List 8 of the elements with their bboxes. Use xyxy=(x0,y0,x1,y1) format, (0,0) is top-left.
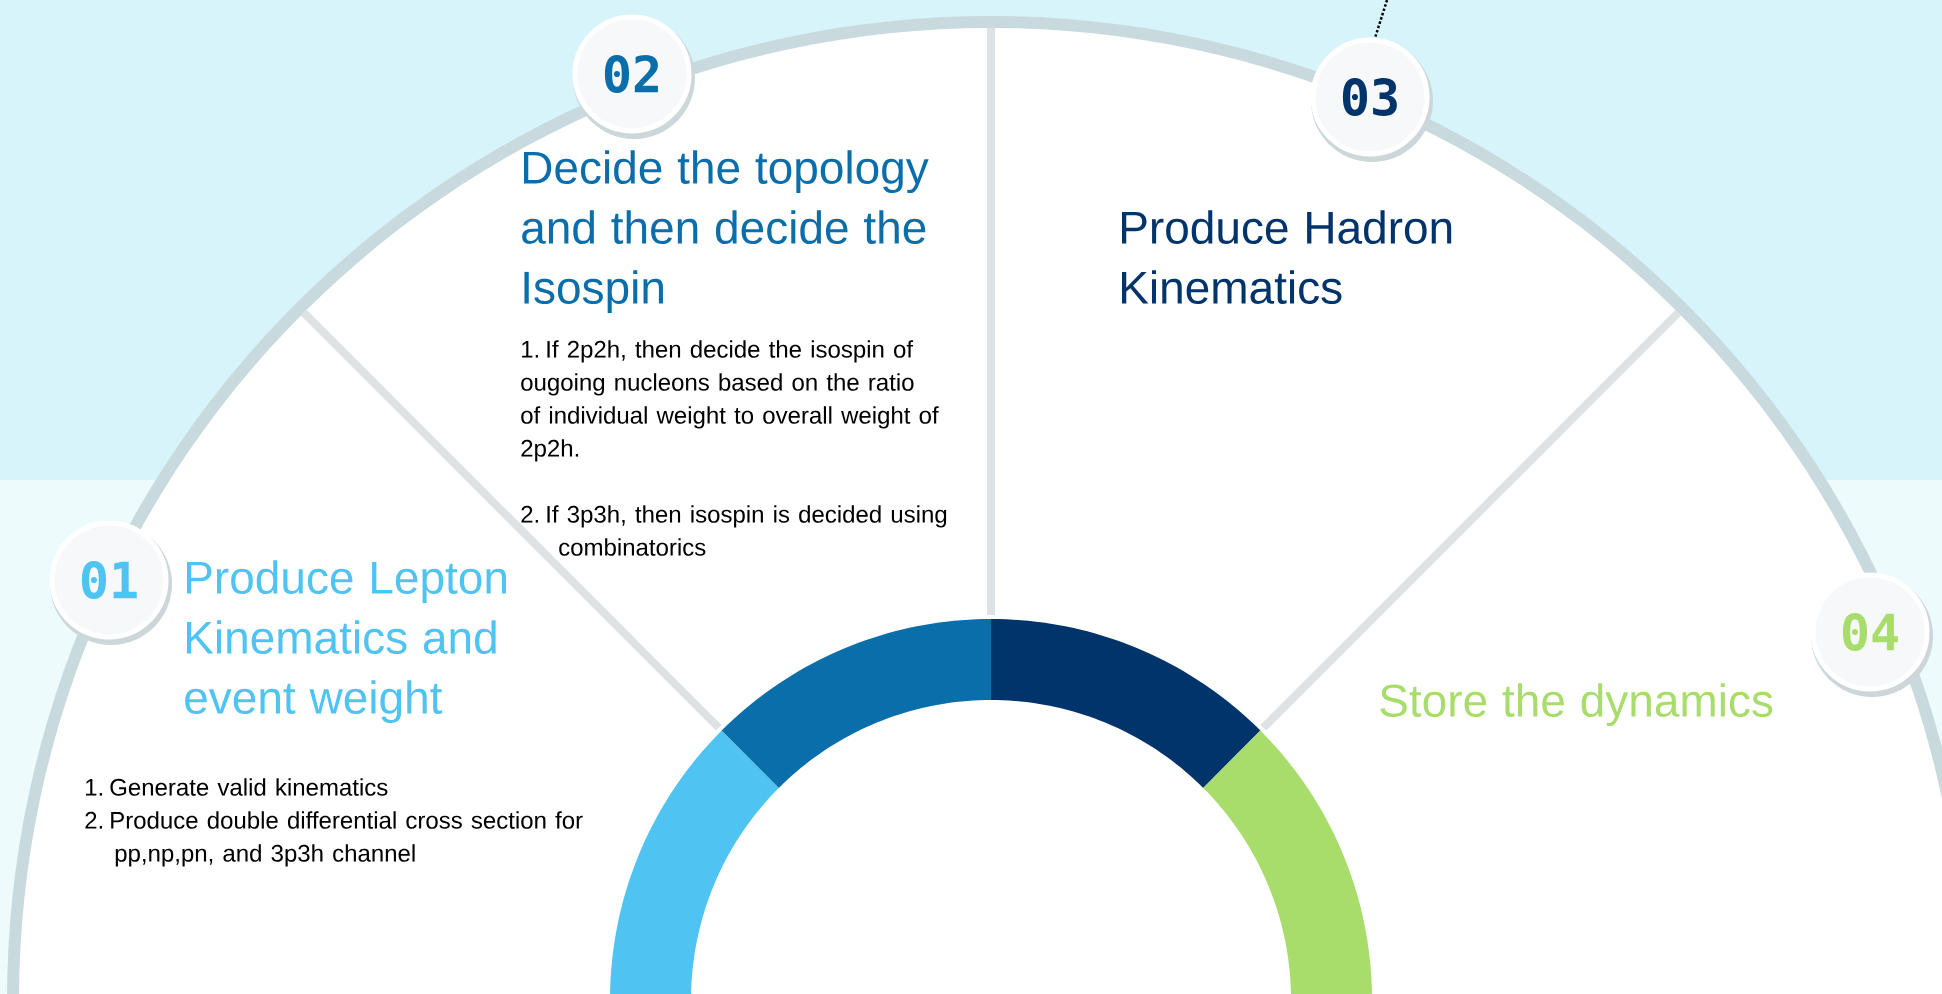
step-title: Decide the topology and then decide the Isospin xyxy=(522,150,929,314)
step-text: 1. If 2p2h, then decide the isospin of ougoing nucleons based on the ratio of individual weight to overall weight of 2p2h. xyxy=(521,340,939,462)
step-title: Produce Hadron Kinematics xyxy=(1122,210,1452,304)
step-text: 1. Generate valid kinematics xyxy=(86,778,388,796)
step-title: Store the dynamics xyxy=(1380,683,1773,727)
step-text: 2. Produce double differential cross section for pp,np,pn, and 3p3h channel xyxy=(85,811,583,867)
step-text: 2. If 3p3h, then isospin is decided using combinatorics xyxy=(521,505,947,556)
step-title: Produce Lepton Kinematics and event weight xyxy=(185,560,506,724)
